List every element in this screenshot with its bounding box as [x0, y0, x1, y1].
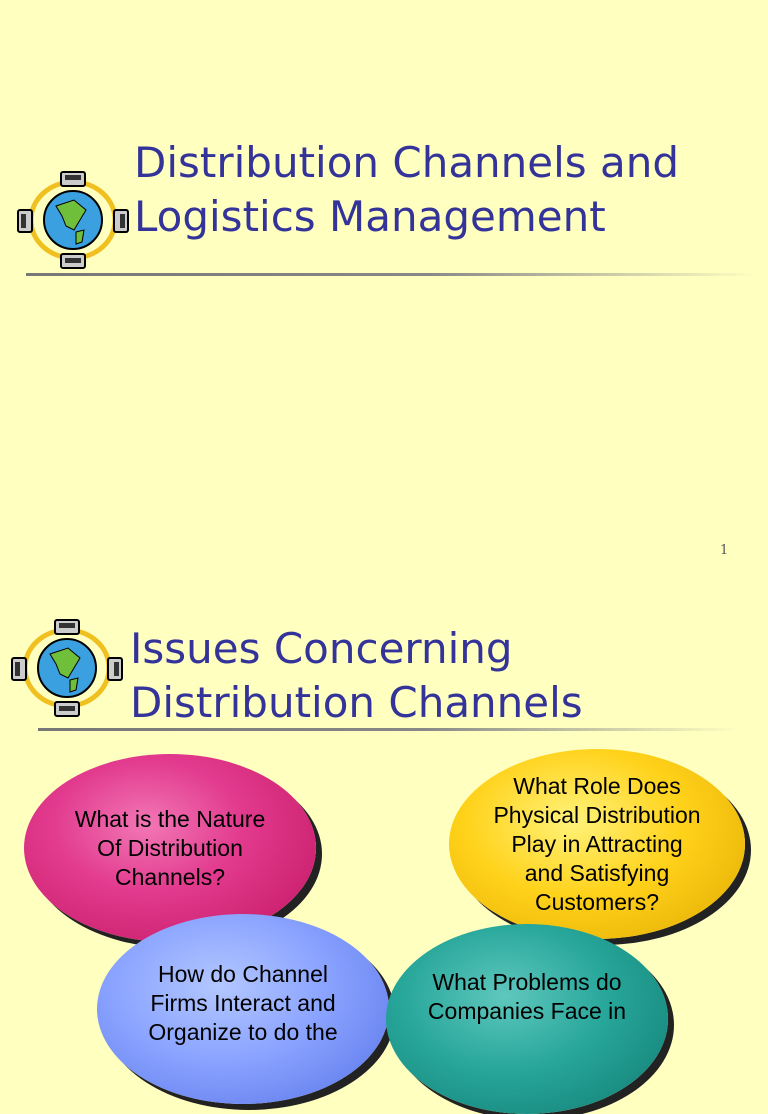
- bubble-line: and Satisfying: [524, 859, 670, 886]
- globe-with-computers-icon: [17, 171, 129, 269]
- slide-1-title: Distribution Channels and Logistics Mana…: [134, 136, 679, 244]
- bubble-line: What Role Does: [513, 772, 681, 799]
- slide-2-title-line-1: Issues Concerning: [130, 624, 513, 673]
- slide-2-title: Issues Concerning Distribution Channels: [130, 622, 583, 730]
- bubble-line: Customers?: [535, 888, 659, 915]
- bubble-line: Companies Face in: [427, 998, 627, 1024]
- bubble-line: How do Channel: [157, 961, 329, 987]
- bubble-line: What Problems do: [432, 969, 622, 995]
- bubble-line: What is the Nature: [74, 805, 266, 832]
- bubble-line: Of Distribution: [97, 834, 243, 861]
- bubble-nature-of-channels: What is the Nature Of Distribution Chann…: [24, 754, 316, 942]
- title-underline: [38, 728, 738, 731]
- slide-2-title-line-2: Distribution Channels: [130, 678, 583, 727]
- bubble-channel-firms-interact: How do Channel Firms Interact and Organi…: [97, 914, 389, 1104]
- slide-2: Issues Concerning Distribution Channels …: [0, 592, 768, 1114]
- bubble-line: Firms Interact and: [150, 990, 336, 1016]
- bubble-line: Physical Distribution: [493, 801, 701, 828]
- slide-1: Distribution Channels and Logistics Mana…: [17, 136, 756, 558]
- slide-1-title-line-1: Distribution Channels and: [134, 138, 680, 187]
- title-underline: [26, 273, 756, 276]
- bubble-line: Play in Attracting: [511, 830, 683, 857]
- bubble-line: Organize to do the: [148, 1019, 338, 1045]
- page-number: 1: [720, 543, 729, 558]
- bubble-line: Channels?: [115, 863, 225, 890]
- bubble-physical-distribution-role: What Role Does Physical Distribution Pla…: [449, 749, 745, 939]
- globe-with-computers-icon: [11, 619, 123, 717]
- bubble-problems-companies-face: What Problems do Companies Face in: [386, 924, 668, 1114]
- slide-1-title-line-2: Logistics Management: [134, 192, 606, 241]
